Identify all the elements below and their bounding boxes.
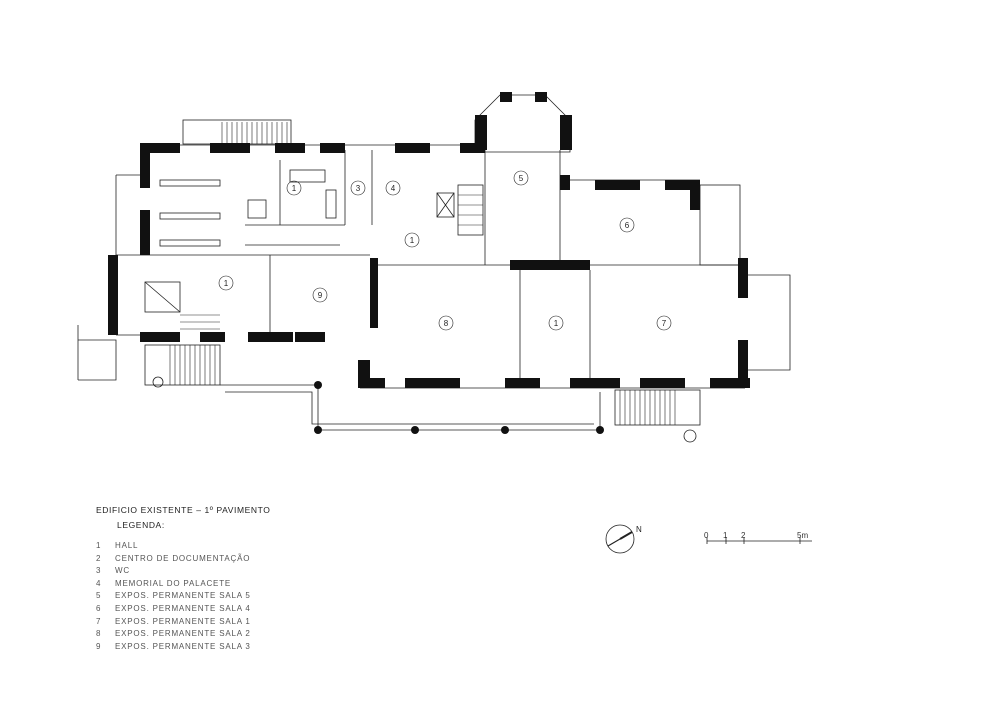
svg-text:7: 7 (662, 319, 667, 328)
svg-text:4: 4 (391, 184, 396, 193)
room-tag: 9 (312, 287, 328, 303)
room-tag: 7 (656, 315, 672, 331)
room-tag: 3 (350, 180, 366, 196)
room-tag: 6 (619, 217, 635, 233)
north-arrow-icon (605, 524, 635, 554)
room-tag: 4 (385, 180, 401, 196)
drawing-title: EDIFICIO EXISTENTE – 1º PAVIMENTO (96, 505, 271, 515)
svg-text:1: 1 (224, 279, 229, 288)
room-tag: 1 (286, 180, 302, 196)
svg-text:5: 5 (519, 174, 524, 183)
scale-bar (706, 537, 812, 544)
scale-label: 1 (723, 531, 728, 540)
scale-label: 2 (741, 531, 746, 540)
north-label: N (636, 525, 642, 534)
room-tag: 1 (404, 232, 420, 248)
svg-text:1: 1 (292, 184, 297, 193)
room-tag: 8 (438, 315, 454, 331)
scale-label: 0 (704, 531, 709, 540)
room-tag: 1 (218, 275, 234, 291)
svg-text:3: 3 (356, 184, 361, 193)
svg-text:1: 1 (554, 319, 559, 328)
svg-text:8: 8 (444, 319, 449, 328)
svg-text:6: 6 (625, 221, 630, 230)
svg-text:9: 9 (318, 291, 323, 300)
scale-label: 5m (797, 531, 809, 540)
room-tag: 5 (513, 170, 529, 186)
legend-heading: LEGENDA: (117, 520, 165, 530)
room-tag: 1 (548, 315, 564, 331)
svg-text:1: 1 (410, 236, 415, 245)
